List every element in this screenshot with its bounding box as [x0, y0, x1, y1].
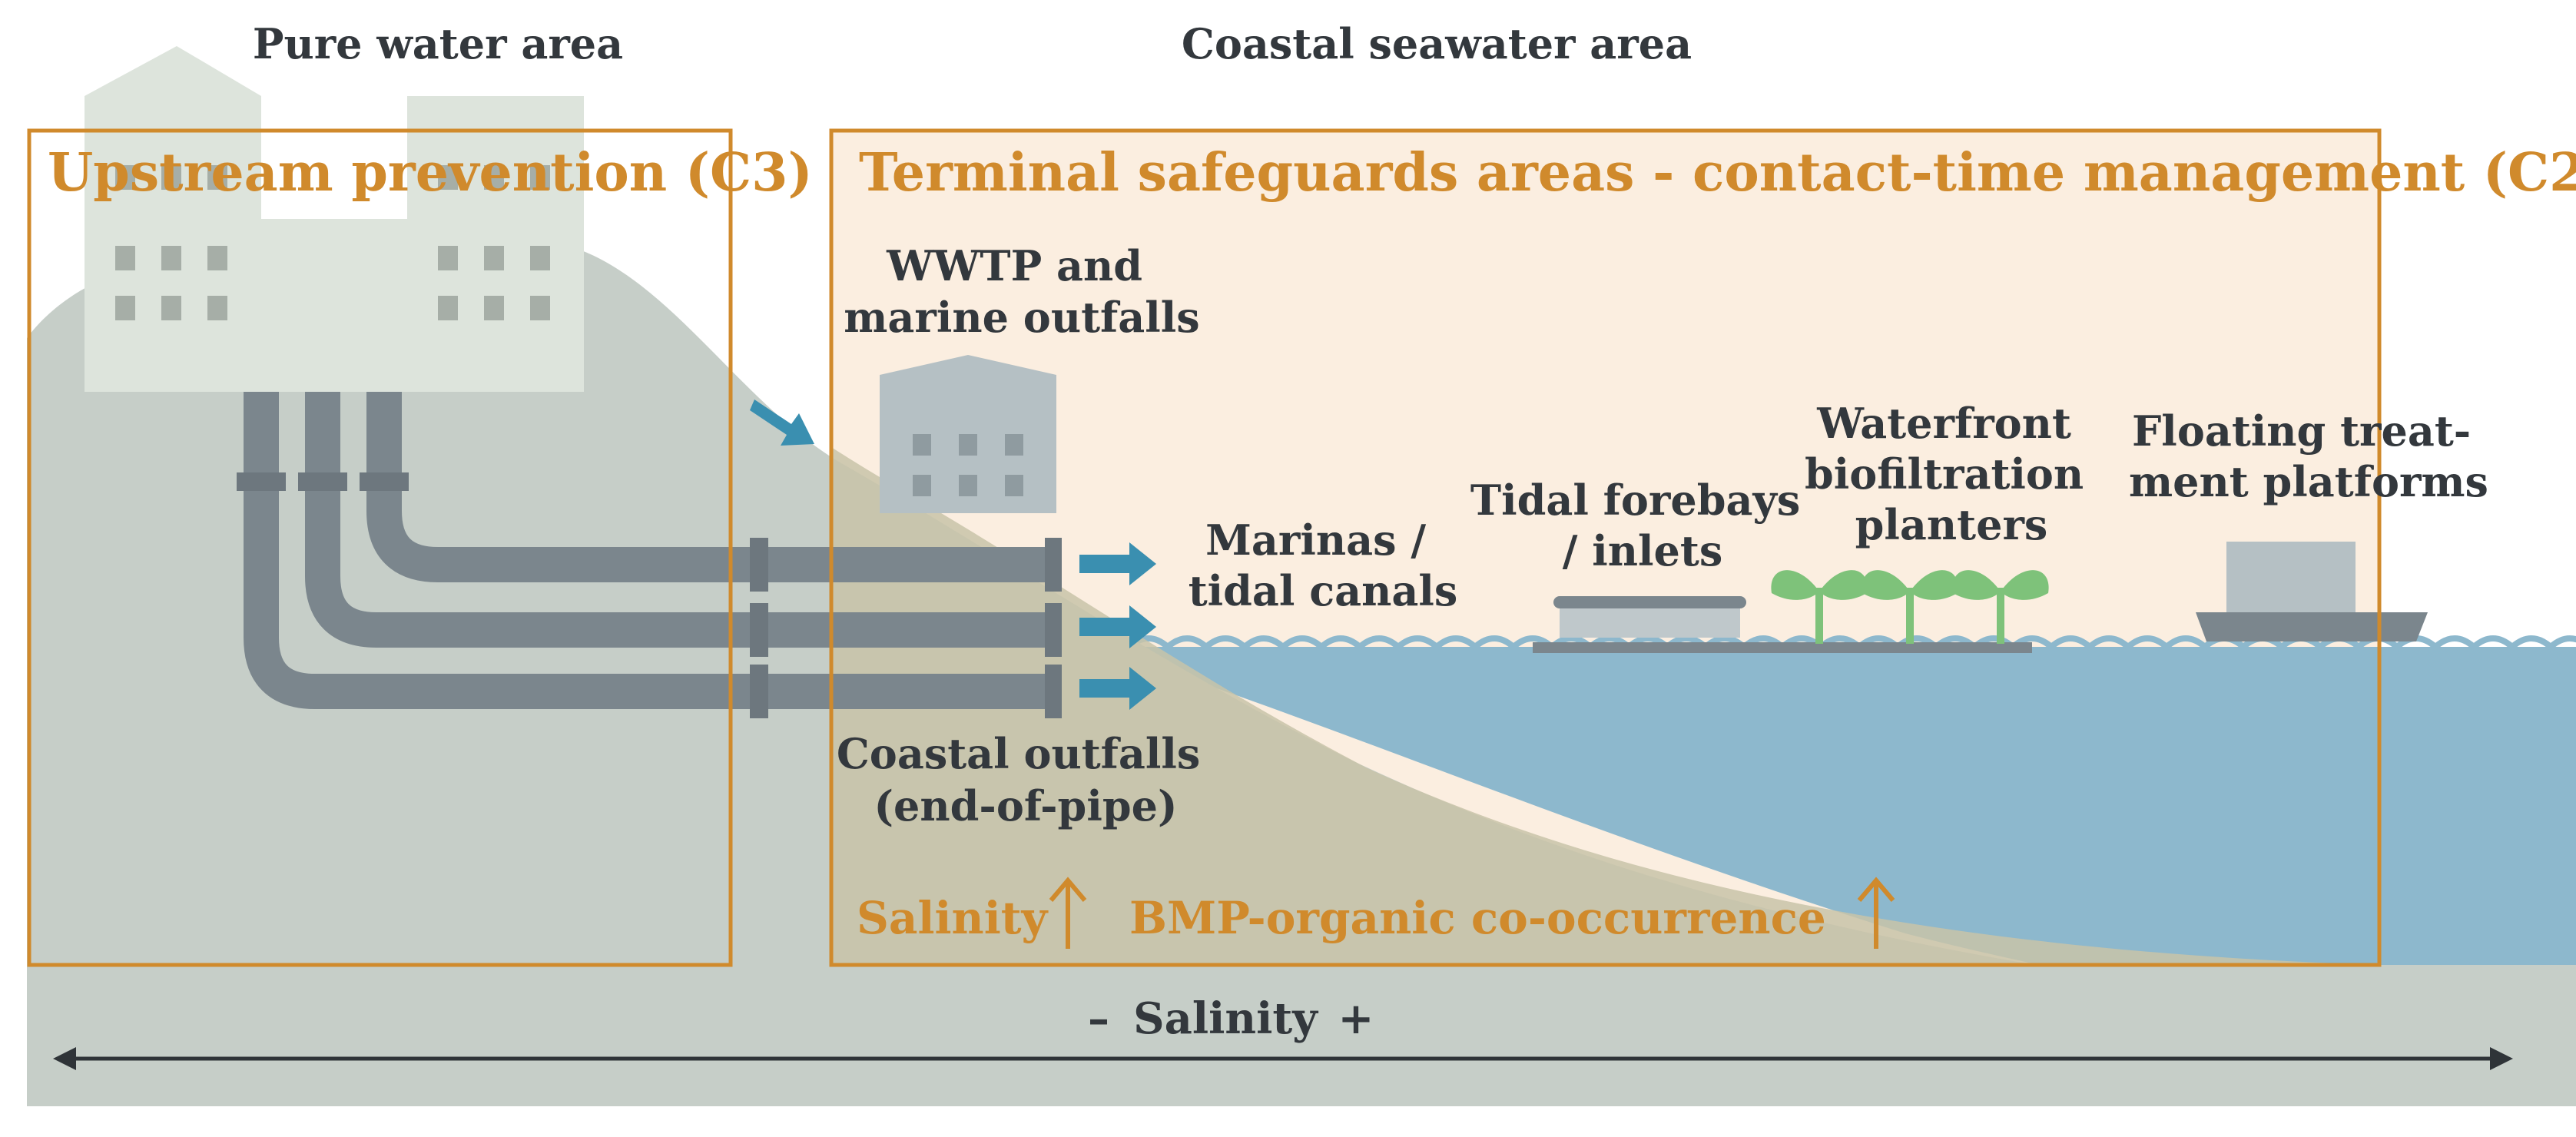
- sprout-icon: [1952, 570, 2049, 644]
- floating-platforms-label: Floating treat- ment platforms: [2129, 406, 2488, 506]
- floating-platform: [2196, 542, 2428, 641]
- salinity-increase-label: Salinity: [857, 892, 1049, 944]
- salinity-axis-plus: +: [1338, 993, 1374, 1044]
- pure-water-area-header: Pure water area: [253, 19, 623, 68]
- tidal-forebays-label: Tidal forebays / inlets: [1470, 476, 1815, 575]
- coastal-outfalls-label: Coastal outfalls (end-of-pipe): [837, 729, 1215, 830]
- land-hill: [27, 246, 2576, 1106]
- upstream-zone-title: Upstream prevention (C3): [48, 142, 813, 204]
- sea-water: [1091, 647, 2576, 1029]
- salinity-axis-label: Salinity: [1133, 993, 1318, 1044]
- sprout-icon: [1862, 570, 1958, 644]
- sprout-icon: [1771, 570, 1868, 644]
- outfall-pipes: [244, 392, 1056, 709]
- upstream-zone-border: [27, 128, 733, 967]
- terminal-zone-border: [829, 128, 2382, 967]
- waterfront-planters-label: Waterfront biofiltration planters: [1805, 399, 2098, 549]
- up-arrow-icon: [1857, 877, 1895, 949]
- pipe-couplings: [237, 472, 1062, 718]
- flow-arrows: [750, 399, 1156, 710]
- salinity-axis-minus: –: [1088, 993, 1109, 1044]
- terminal-zone-title: Terminal safeguards areas - contact-time…: [859, 142, 2576, 204]
- marinas-label: Marinas / tidal canals: [1189, 515, 1458, 615]
- bmp-cooccurrence-label: BMP-organic co-occurrence: [1129, 892, 1826, 944]
- wwtp-label: WWTP and marine outfalls: [844, 241, 1199, 342]
- tidal-forebay-structure: [1533, 596, 2032, 653]
- wwtp-building: [880, 355, 1056, 513]
- ground-strip: [27, 965, 2576, 1106]
- up-arrow-icon: [1049, 877, 1087, 949]
- upstream-factory: [85, 46, 584, 392]
- land-terminal-tint: [831, 447, 2379, 965]
- coastal-seawater-area-header: Coastal seawater area: [1182, 19, 1692, 68]
